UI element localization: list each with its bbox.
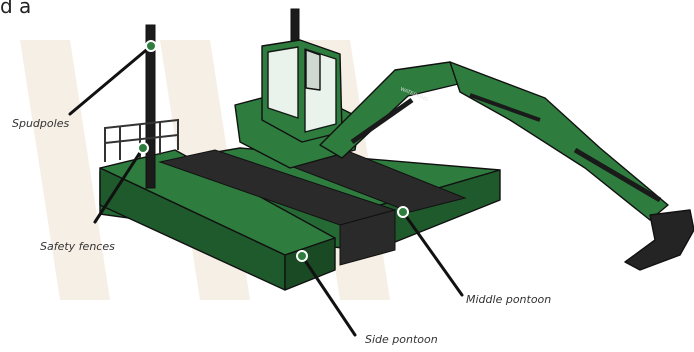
header-text-fragment: d a	[0, 0, 32, 18]
excavator-bucket	[624, 209, 694, 271]
side-pontoon-shape	[99, 149, 336, 291]
spudpoles-shape	[145, 8, 300, 189]
spudpoles-label: Spudpoles	[12, 117, 70, 130]
safety-fences-label: Safety fences	[40, 240, 115, 253]
middle-pontoon-label: Middle pontoon	[466, 293, 552, 306]
callout-markers	[137, 40, 409, 262]
excavator-body	[234, 39, 361, 169]
spudpoles-leader-line	[68, 44, 153, 116]
side-pontoon-label: Side pontoon	[365, 333, 438, 346]
callout-lines	[68, 44, 464, 337]
safety-fences-marker	[137, 142, 149, 154]
side-pontoon-marker	[296, 250, 308, 262]
middle-pontoon-leader-line	[401, 210, 464, 297]
safety-fences-leader-line	[93, 146, 145, 224]
pontoon-tracks	[158, 149, 467, 266]
spudpoles-marker	[145, 40, 157, 52]
middle-pontoon-marker	[397, 206, 409, 218]
excavator-boom-arm	[319, 61, 669, 221]
side-pontoon-leader-line	[300, 254, 357, 337]
